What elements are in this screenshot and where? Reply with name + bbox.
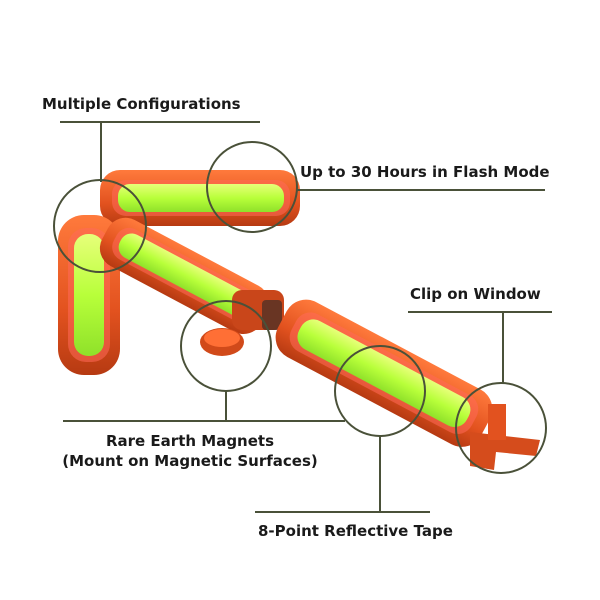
light-bar-right <box>275 299 493 447</box>
callout-magnets-line2: (Mount on Magnetic Surfaces) <box>62 452 318 470</box>
magnet-hinge <box>200 290 284 356</box>
callout-flash-mode: Up to 30 Hours in Flash Mode <box>300 163 550 181</box>
callout-reflective-tape: 8-Point Reflective Tape <box>258 522 453 540</box>
callout-circle-flash <box>206 141 298 233</box>
light-bar-diagonal <box>99 217 270 335</box>
callout-clip-on-window: Clip on Window <box>410 285 541 303</box>
callout-multiple-configurations: Multiple Configurations <box>42 95 241 113</box>
callout-circle-configurations <box>53 179 147 273</box>
window-clip <box>470 404 540 470</box>
callout-magnets-line1: Rare Earth Magnets <box>105 432 275 450</box>
callout-lines <box>53 121 552 513</box>
callout-circle-clip <box>455 382 547 474</box>
callout-rare-earth-magnets: Rare Earth Magnets (Mount on Magnetic Su… <box>40 431 340 471</box>
light-bar-top <box>100 170 300 226</box>
